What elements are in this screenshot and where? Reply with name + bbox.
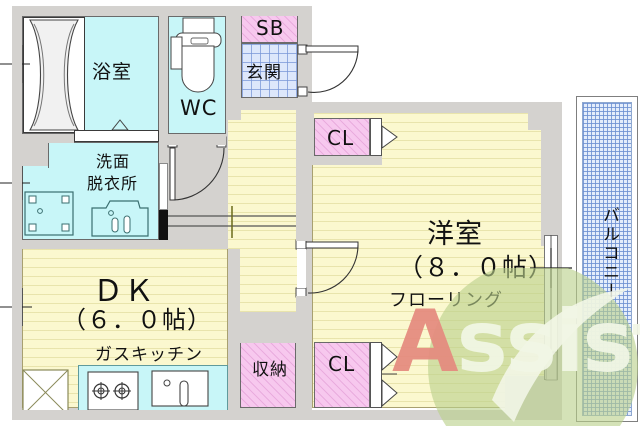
wall-storage-top bbox=[228, 332, 312, 343]
corridor bbox=[228, 104, 302, 312]
wall-bottom bbox=[12, 410, 562, 420]
label-bathroom: 浴室 bbox=[92, 61, 133, 83]
room-washroom-notch bbox=[48, 142, 159, 168]
wall-washroom-bottom bbox=[12, 240, 228, 249]
wall-hall-left bbox=[226, 16, 241, 120]
wall-bath-wc bbox=[159, 16, 168, 134]
watermark-text: Assist bbox=[392, 292, 640, 392]
washroom-door-jamb bbox=[159, 210, 168, 240]
wall-entrance-bottom bbox=[226, 98, 312, 110]
closet-top-door[interactable] bbox=[370, 118, 382, 156]
watermark-letter-a: A bbox=[392, 292, 459, 392]
label-closet-bottom: CL bbox=[328, 352, 356, 376]
closet-bottom bbox=[314, 342, 370, 408]
washroom-door[interactable] bbox=[159, 163, 168, 210]
label-closet-top: CL bbox=[327, 126, 355, 150]
label-washroom-line2: 脱衣所 bbox=[87, 174, 139, 193]
wall-wc-bottom bbox=[159, 134, 226, 145]
label-storage: 収納 bbox=[252, 360, 288, 380]
closet-bottom-door[interactable] bbox=[370, 342, 382, 408]
living-room-door-opening bbox=[297, 249, 306, 288]
wall-closet-top-base bbox=[312, 156, 382, 165]
label-room-name: 洋室 bbox=[427, 219, 483, 250]
closet-top bbox=[314, 118, 370, 156]
wall-living-top bbox=[302, 102, 562, 113]
room-entrance bbox=[241, 43, 298, 98]
wall-closet-top-left bbox=[302, 112, 314, 164]
watermark-letters-rest: ssist bbox=[456, 292, 640, 392]
label-dk-size: （６．０帖） bbox=[62, 306, 212, 334]
wall-left-exterior bbox=[12, 6, 22, 420]
label-toilet: WC bbox=[180, 96, 218, 120]
wall-bath-bottom-2 bbox=[22, 134, 74, 143]
storage bbox=[240, 342, 296, 408]
watermark-swoosh bbox=[492, 288, 630, 422]
label-balcony: バルコニー bbox=[599, 206, 619, 301]
kitchen-counter bbox=[78, 365, 228, 415]
bathroom-door[interactable] bbox=[74, 130, 159, 142]
label-shoebox: SB bbox=[256, 16, 285, 40]
wall-living-right-upper bbox=[541, 102, 562, 246]
wall-top-left bbox=[12, 6, 312, 16]
label-entrance: 玄関 bbox=[246, 63, 282, 83]
room-shoebox bbox=[241, 12, 298, 43]
label-kitchen: ガスキッチン bbox=[95, 345, 203, 365]
label-washroom-line1: 洗面 bbox=[96, 152, 131, 171]
bathtub-enclosure bbox=[23, 17, 85, 133]
wall-dk-right bbox=[228, 249, 240, 412]
label-dk-name: ＤＫ bbox=[93, 274, 155, 309]
wall-living-right-notch bbox=[528, 102, 542, 130]
assist-watermark: Assist bbox=[392, 268, 640, 426]
